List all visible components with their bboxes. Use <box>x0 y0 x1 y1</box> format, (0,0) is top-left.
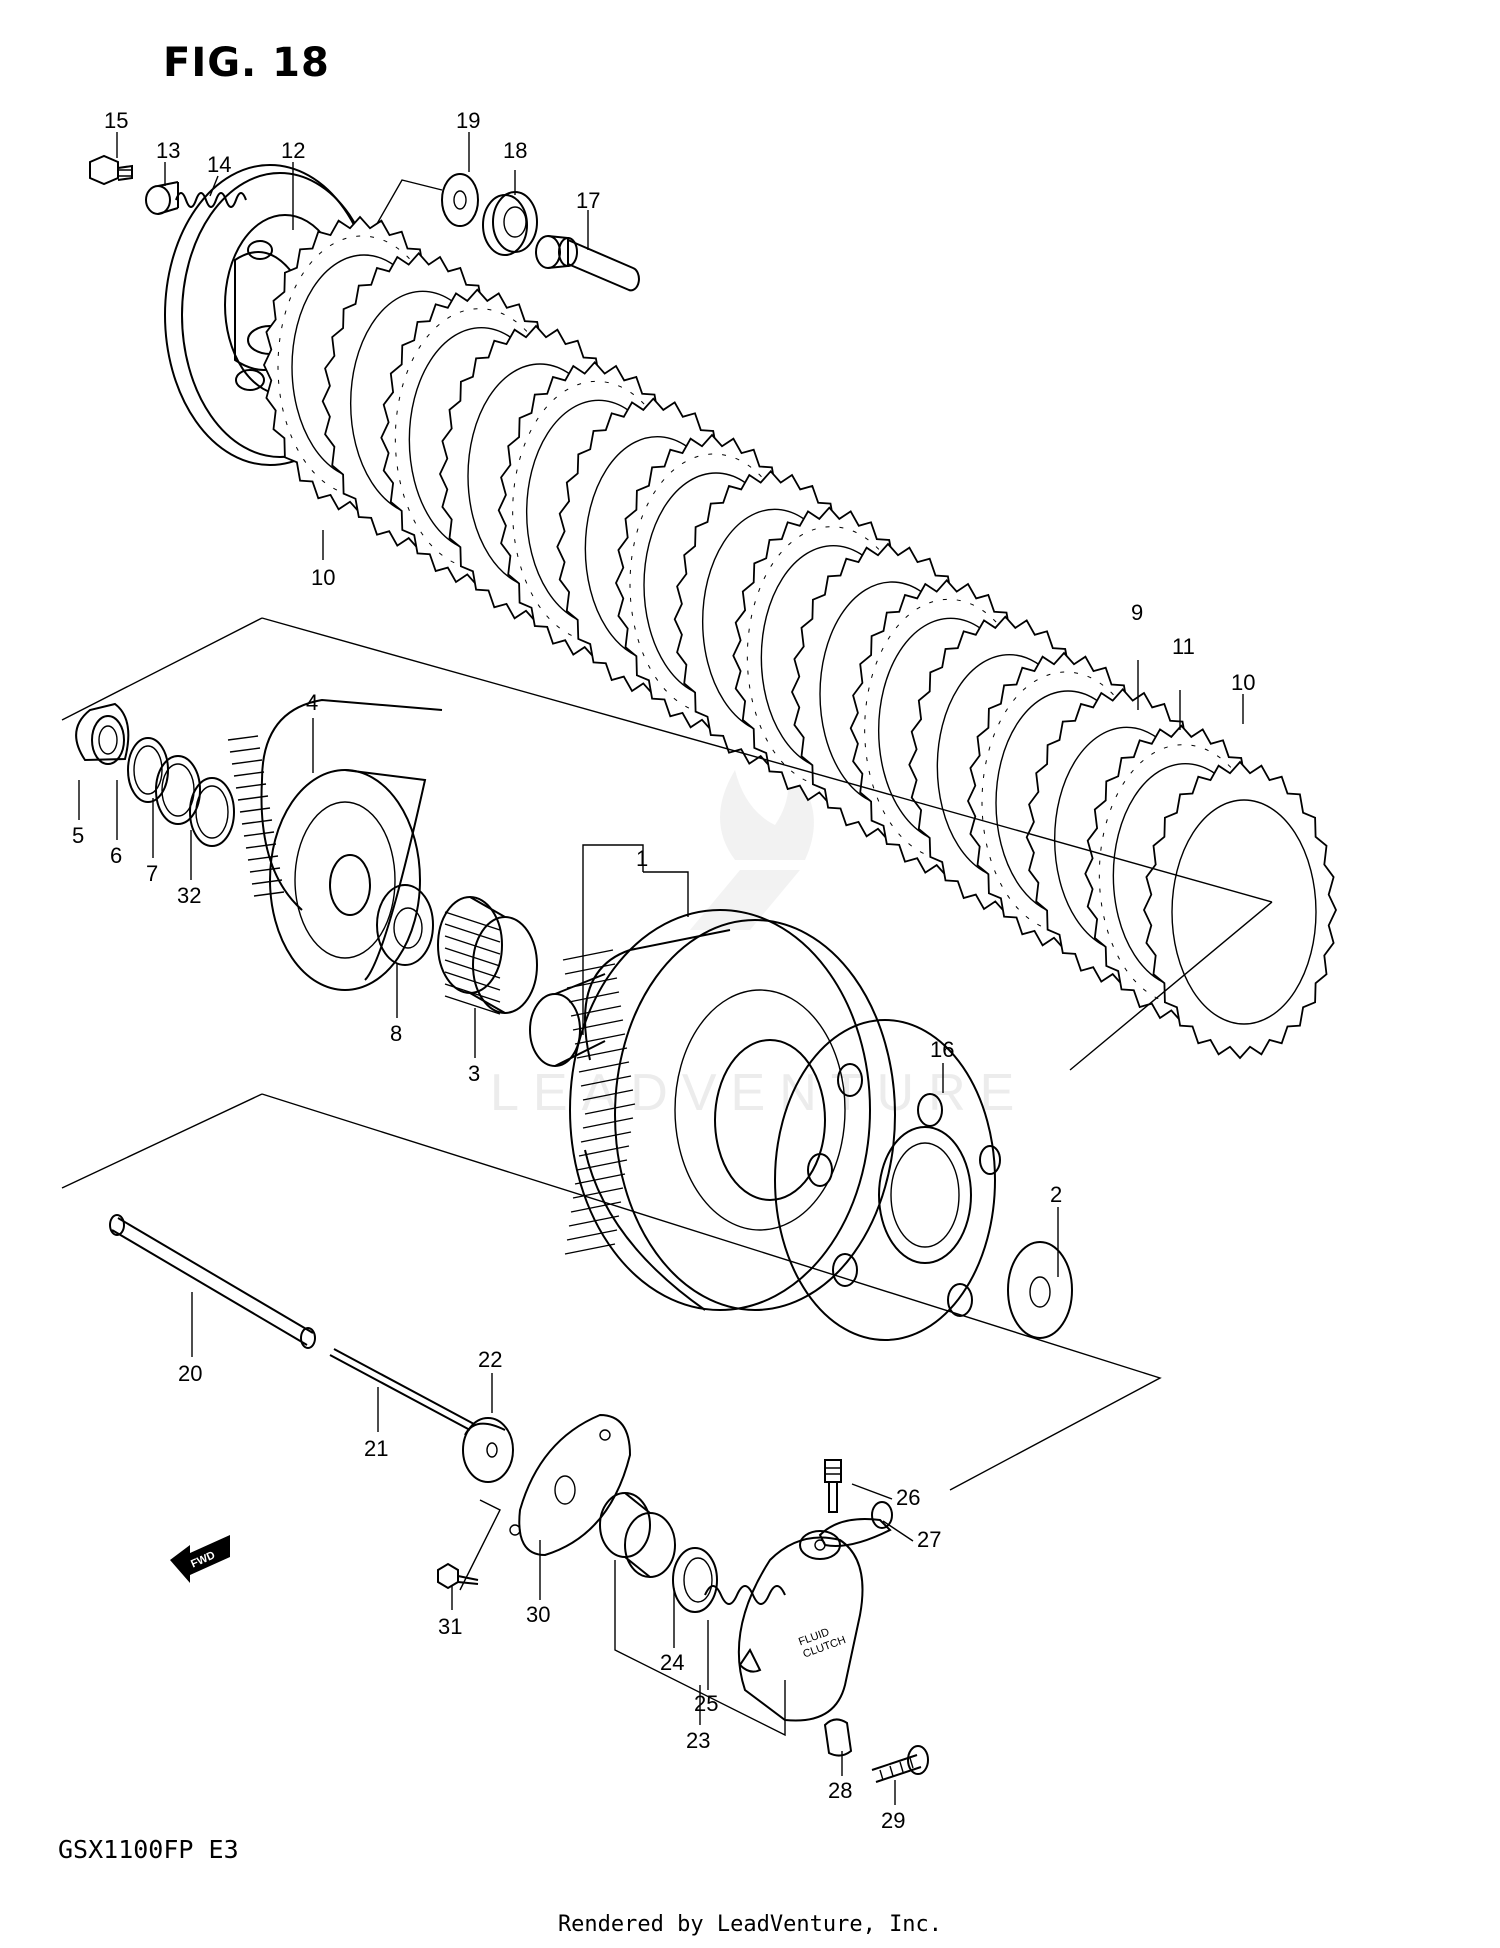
release-bearing-drawing <box>482 191 538 256</box>
driven-plate <box>1143 760 1337 1060</box>
cover-screw-drawing <box>437 1562 479 1590</box>
release-cylinder-drawing: FLUID CLUTCH <box>737 1530 864 1722</box>
callout-26: 26 <box>896 1485 920 1510</box>
bleeder-cap-drawing <box>823 1718 853 1757</box>
callout-24: 24 <box>660 1650 684 1675</box>
spacer-drawing <box>189 777 235 847</box>
push-rod-drawing <box>109 1214 316 1349</box>
clutch-bolt-drawing <box>89 154 133 186</box>
bleeder-valve-drawing <box>824 1459 842 1513</box>
callout-14: 14 <box>207 152 231 177</box>
callout-31: 31 <box>438 1614 462 1639</box>
callout-32: 32 <box>177 883 201 908</box>
clutch-plate-stack <box>263 215 1337 1060</box>
callout-1: 1 <box>636 846 648 871</box>
thrust-washer-small-drawing <box>441 173 479 227</box>
housing-group <box>437 896 1073 1341</box>
clutch-spring-drawing <box>175 192 247 208</box>
callout-20: 20 <box>178 1361 202 1386</box>
callout-11: 11 <box>1172 634 1195 659</box>
callout-10-top: 10 <box>311 565 335 590</box>
callout-10-right: 10 <box>1231 670 1255 695</box>
callout-2: 2 <box>1050 1182 1062 1207</box>
push-piece-drawing <box>535 235 640 292</box>
thrust-washer-drawing <box>1007 1241 1073 1339</box>
callout-3: 3 <box>468 1061 480 1086</box>
model-code: GSX1100FP E3 <box>58 1835 239 1864</box>
callout-9: 9 <box>1131 600 1143 625</box>
callout-22: 22 <box>478 1347 502 1372</box>
callout-29: 29 <box>881 1808 905 1833</box>
primary-gear-drawing <box>774 1019 1001 1341</box>
washer-drawing <box>155 755 201 825</box>
clutch-hub-drawing <box>227 698 443 991</box>
callout-30: 30 <box>526 1602 550 1627</box>
callout-15: 15 <box>104 108 128 133</box>
needle-bearing-drawing <box>437 896 538 1015</box>
clutch-housing-drawing <box>562 909 896 1311</box>
callout-23: 23 <box>686 1728 710 1753</box>
callout-28: 28 <box>828 1778 852 1803</box>
callout-8: 8 <box>390 1021 402 1046</box>
callout-6: 6 <box>110 843 122 868</box>
hub-nut-drawing <box>75 702 130 765</box>
housing-outline <box>61 1093 1162 1491</box>
watermark-text: LEADVENTURE <box>490 1064 1028 1122</box>
hub-washer-drawing <box>376 884 434 966</box>
footer-credit: Rendered by LeadVenture, Inc. <box>557 1912 943 1937</box>
spring-seat-drawing <box>145 181 179 215</box>
rod-seal-drawing <box>462 1417 514 1483</box>
release-cylinder-group: FLUID CLUTCH <box>109 1214 929 1783</box>
watermark-logo <box>690 765 814 930</box>
union-bolt-drawing <box>818 1501 893 1547</box>
callout-labels: 15 13 14 12 19 18 17 10 4 9 11 10 5 6 7 … <box>72 108 1255 1833</box>
callout-27: 27 <box>917 1527 941 1552</box>
callout-25: 25 <box>694 1691 718 1716</box>
callout-7: 7 <box>146 861 158 886</box>
cylinder-cover-drawing <box>509 1413 632 1557</box>
callout-18: 18 <box>503 138 527 163</box>
piston-spring-drawing <box>704 1585 786 1605</box>
callout-4: 4 <box>306 690 318 715</box>
figure-title: FIG. 18 <box>163 40 330 86</box>
cylinder-bolt-drawing <box>871 1745 929 1783</box>
piston-drawing <box>599 1492 676 1578</box>
callout-5: 5 <box>72 823 84 848</box>
fwd-direction-icon: FWD <box>170 1535 230 1583</box>
callout-12: 12 <box>281 138 305 163</box>
callout-13: 13 <box>156 138 180 163</box>
callout-17: 17 <box>576 188 600 213</box>
callout-16: 16 <box>930 1037 954 1062</box>
hub-group <box>75 698 443 991</box>
callout-21: 21 <box>364 1436 388 1461</box>
housing-sleeve-drawing <box>529 973 606 1067</box>
callout-19: 19 <box>456 108 480 133</box>
piston-seal-drawing <box>672 1547 718 1613</box>
stack-outline <box>61 617 1273 1071</box>
push-rod-short-drawing <box>329 1348 475 1431</box>
